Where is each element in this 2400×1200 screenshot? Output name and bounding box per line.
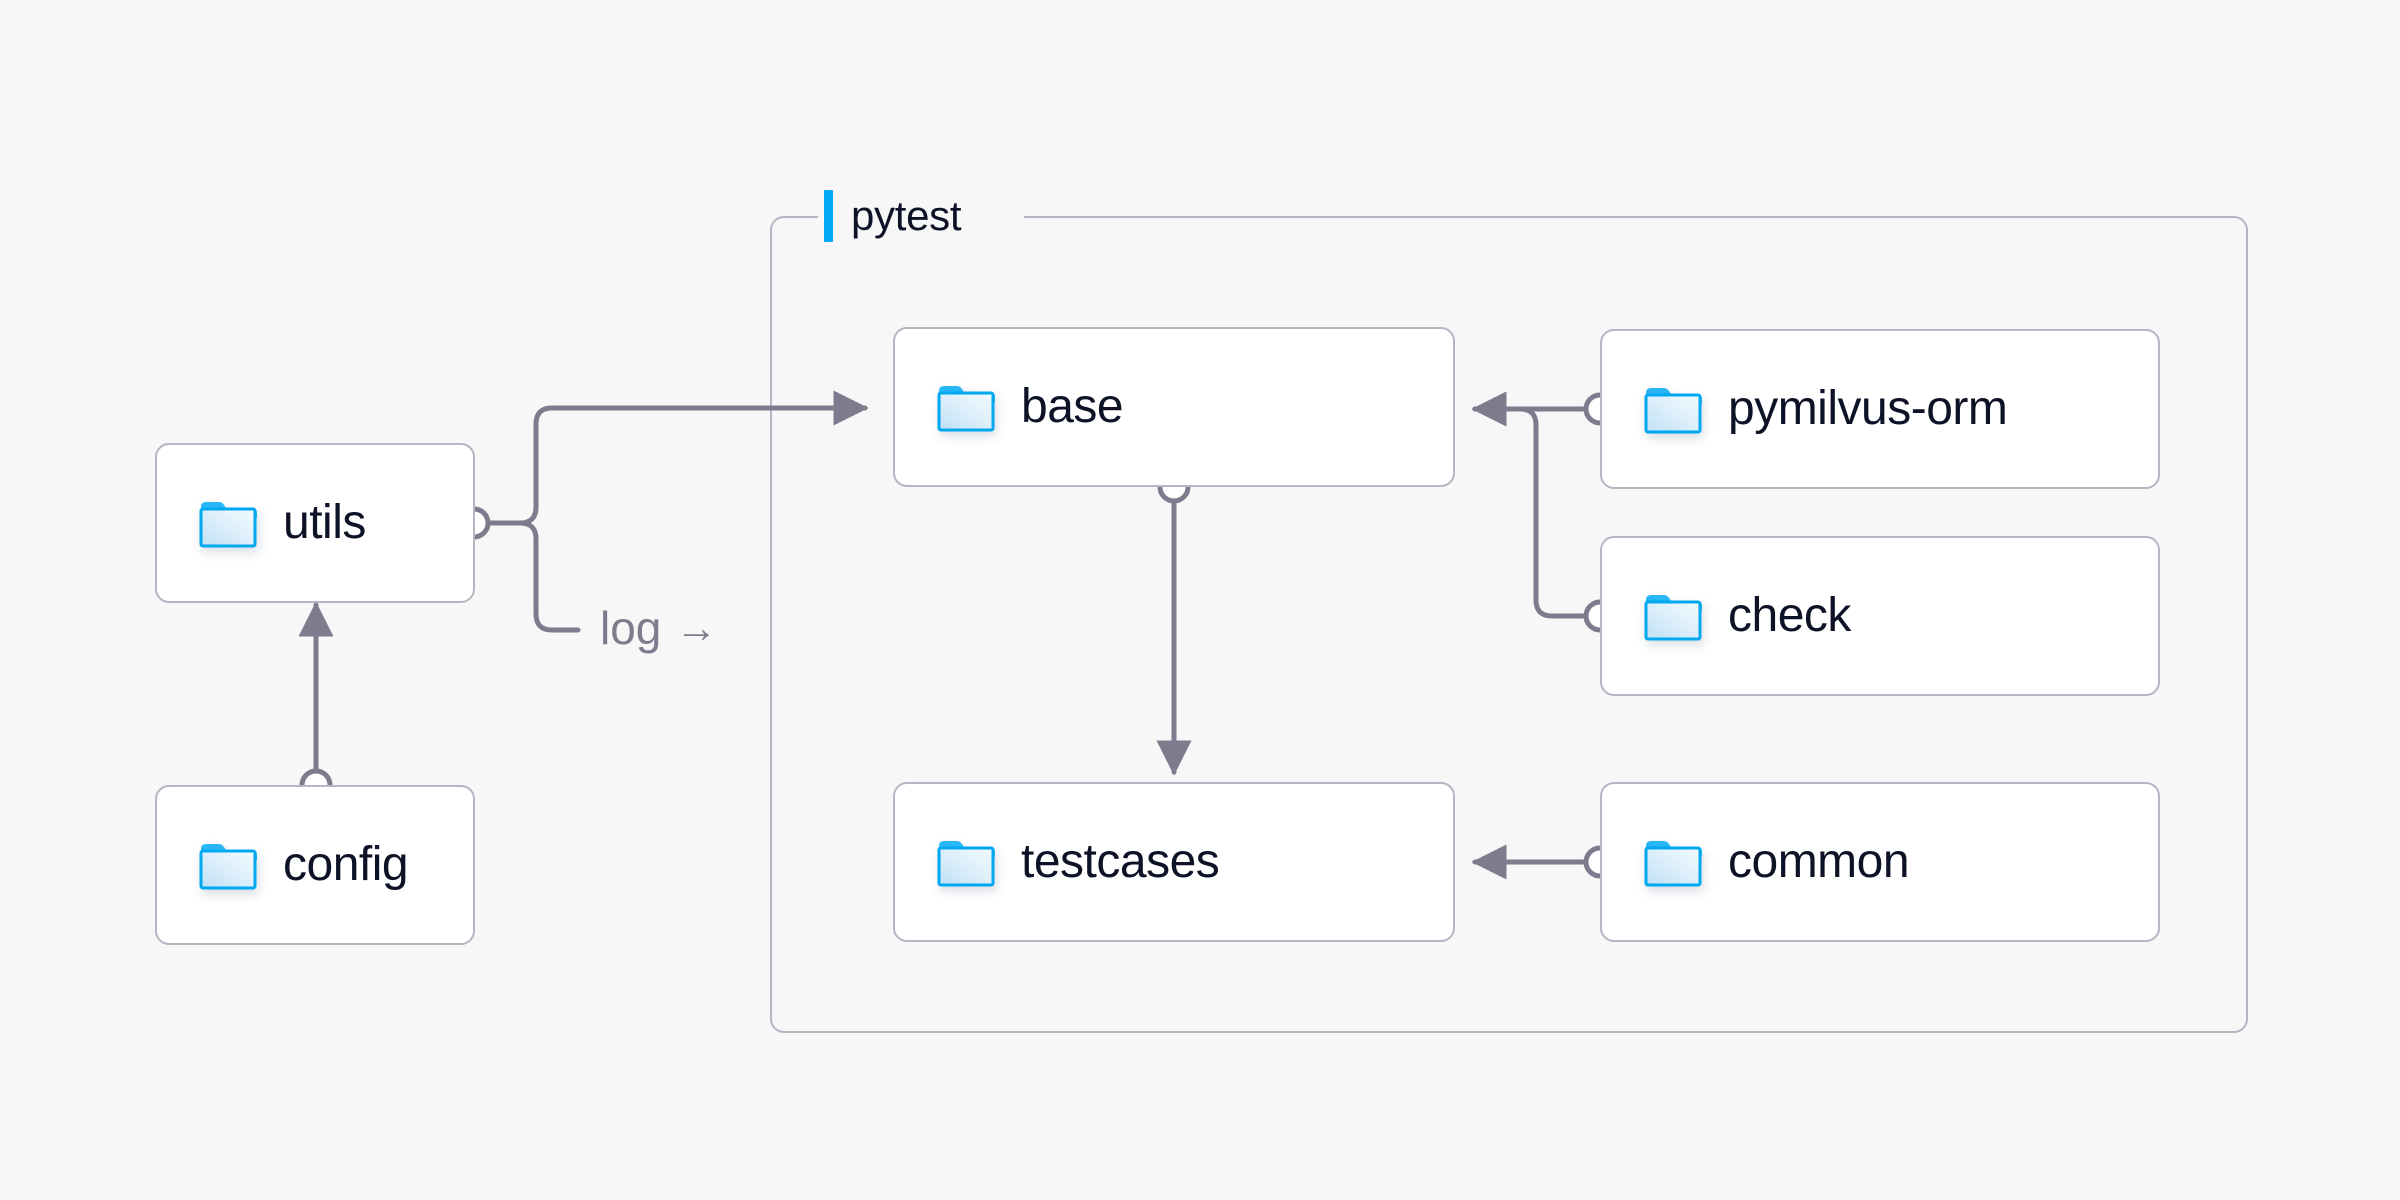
node-label: utils [283,496,366,549]
arrow-right-icon: → [675,604,718,651]
node-label: testcases [1021,835,1220,888]
group-label-pytest: pytest [824,190,962,242]
edge-utils-to-base [487,390,869,526]
group-frame-pytest [770,216,2248,1033]
folder-icon [199,840,257,890]
node-check[interactable]: check [1600,536,2160,696]
folder-icon [1644,591,1702,641]
node-label: common [1728,835,1910,888]
node-label: config [283,838,409,891]
node-label: check [1728,589,1851,642]
edge-label-log: log → [600,605,717,651]
node-common[interactable]: common [1600,782,2160,942]
edge-utils-to-log [487,520,581,633]
node-testcases[interactable]: testcases [893,782,1455,942]
group-label-text: pytest [851,192,962,239]
node-label: pymilvus-orm [1728,382,2008,435]
edge-check-to-base [1471,391,1589,619]
node-base[interactable]: base [893,327,1455,487]
node-label: base [1021,380,1124,433]
folder-icon [199,498,257,548]
edge-label-log-text: log [600,602,662,654]
folder-icon [937,382,995,432]
group-accent-bar-icon [824,190,833,242]
group-label-gap-mask [818,206,1024,228]
node-config[interactable]: config [155,785,475,945]
node-utils[interactable]: utils [155,443,475,603]
folder-icon [1644,837,1702,887]
folder-icon [1644,384,1702,434]
node-pymilvus-orm[interactable]: pymilvus-orm [1600,329,2160,489]
folder-icon [937,837,995,887]
